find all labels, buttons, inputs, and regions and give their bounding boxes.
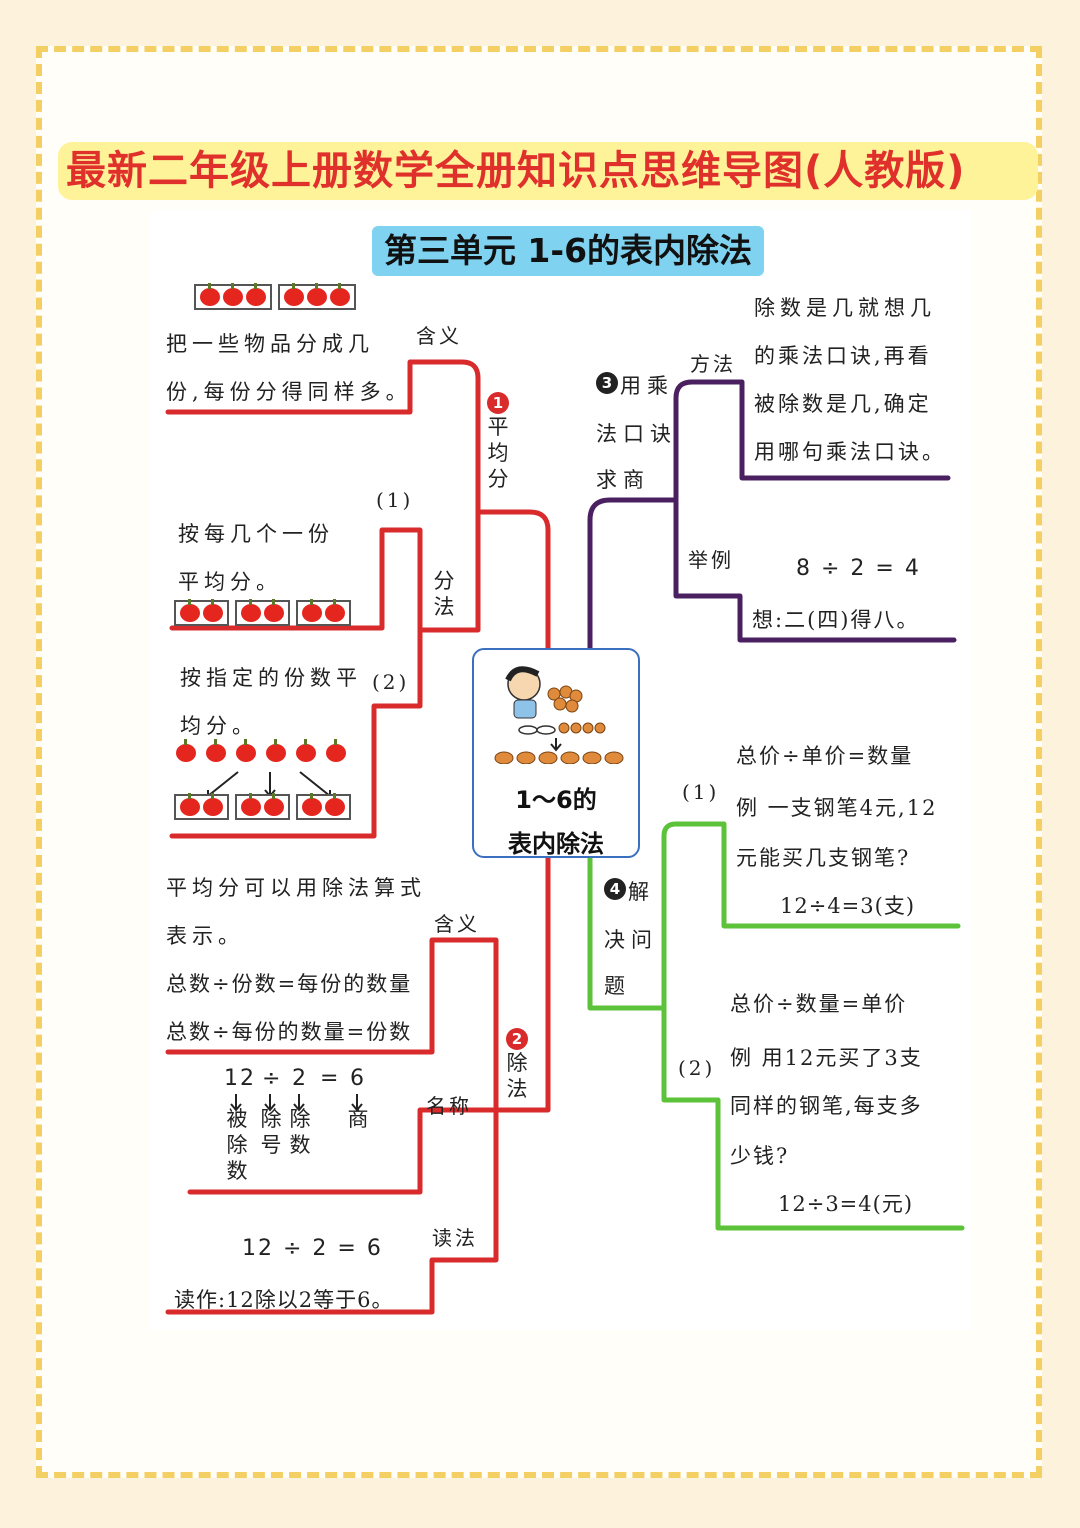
b4-case2-line3: 同样的钢笔,每支多 bbox=[730, 1090, 923, 1120]
b2-read-label: 读法 bbox=[432, 1222, 478, 1251]
apple-groups-way1 bbox=[174, 600, 351, 626]
apple-icon bbox=[302, 604, 322, 622]
b1-method-label: 分法 bbox=[432, 568, 456, 620]
b1-way1-num: (1) bbox=[376, 488, 413, 512]
apple-icon bbox=[307, 288, 327, 306]
central-node: 1～6的 表内除法 bbox=[472, 648, 640, 858]
apple-icon bbox=[284, 288, 304, 306]
apple-icon bbox=[223, 288, 243, 306]
b1-way1-line1: 按每几个一份 bbox=[178, 518, 334, 548]
apple-icon bbox=[264, 798, 284, 816]
b4-badge: 4 bbox=[604, 878, 626, 900]
apple-icon bbox=[206, 744, 226, 762]
b3-example-think: 想:二(四)得八。 bbox=[752, 604, 919, 634]
b1-badge: 1 bbox=[487, 392, 509, 414]
b2-name-divisor: 2 bbox=[292, 1066, 308, 1091]
b1-title: 平均分 bbox=[486, 414, 510, 492]
b4-case1-line4: 12÷4=3(支) bbox=[780, 890, 915, 920]
b4-case1-line2: 例 一支钢笔4元,12 bbox=[736, 792, 937, 822]
apple-icon bbox=[296, 744, 316, 762]
b2-read-text: 读作:12除以2等于6。 bbox=[174, 1284, 394, 1314]
apple-icon bbox=[264, 604, 284, 622]
b3-example-label: 举例 bbox=[688, 544, 734, 573]
b2-term-divisor: 除数 bbox=[288, 1106, 312, 1158]
b1-meaning-label: 含义 bbox=[416, 320, 462, 349]
central-title-line1: 1～6的 bbox=[474, 780, 638, 815]
b4-title-line1: 解 bbox=[628, 876, 655, 906]
b2-title: 除法 bbox=[505, 1050, 529, 1102]
child-illustration-icon bbox=[476, 654, 636, 764]
apple-icon bbox=[203, 798, 223, 816]
b1-way2-line1: 按指定的份数平 bbox=[180, 662, 362, 692]
apple-icon bbox=[200, 288, 220, 306]
apple-icon bbox=[241, 604, 261, 622]
apple-icon bbox=[330, 288, 350, 306]
b4-case2-line4: 少钱? bbox=[730, 1140, 789, 1170]
b1-way2-line2: 均分。 bbox=[180, 710, 258, 740]
b1-meaning-line2: 份,每份分得同样多。 bbox=[166, 376, 412, 406]
apple-icon bbox=[203, 604, 223, 622]
b3-method-line2: 的乘法口诀,再看 bbox=[754, 340, 932, 370]
apple-groups-meaning bbox=[194, 284, 356, 310]
b4-title-line2: 决问 bbox=[604, 924, 658, 954]
apple-icon bbox=[326, 744, 346, 762]
b2-name-dividend: 12 bbox=[224, 1066, 256, 1091]
b3-method-label: 方法 bbox=[690, 348, 736, 377]
b4-case1-num: (1) bbox=[682, 780, 719, 804]
b3-method-line3: 被除数是几,确定 bbox=[754, 388, 932, 418]
apple-icon bbox=[180, 798, 200, 816]
b2-name-op: ÷ bbox=[262, 1066, 282, 1091]
central-title-line2: 表内除法 bbox=[474, 824, 638, 859]
b2-names-label: 名称 bbox=[426, 1090, 472, 1119]
connector-b2-read bbox=[168, 1110, 496, 1312]
b2-term-dividend: 被除数 bbox=[225, 1106, 249, 1184]
b4-title-line3: 题 bbox=[604, 970, 631, 1000]
apple-icon bbox=[325, 798, 345, 816]
b2-badge: 2 bbox=[506, 1028, 528, 1050]
b4-case2-num: (2) bbox=[678, 1056, 715, 1080]
b4-case2-line1: 总价÷数量=单价 bbox=[730, 988, 907, 1018]
b1-way2-num: (2) bbox=[372, 670, 409, 694]
b2-name-quotient: 6 bbox=[350, 1066, 366, 1091]
apple-icon bbox=[325, 604, 345, 622]
b4-case1-line1: 总价÷单价=数量 bbox=[736, 740, 913, 770]
apple-row-six bbox=[176, 744, 346, 762]
b3-title-line2: 法口诀 bbox=[596, 418, 677, 448]
b4-case1-line3: 元能买几支钢笔? bbox=[736, 842, 910, 872]
b1-way1-line2: 平均分。 bbox=[178, 566, 282, 596]
b1-meaning-line1: 把一些物品分成几 bbox=[166, 328, 374, 358]
b3-method-line4: 用哪句乘法口诀。 bbox=[754, 436, 946, 466]
b2-meaning-label: 含义 bbox=[434, 908, 480, 937]
b3-badge: 3 bbox=[596, 372, 618, 394]
b2-name-equals: = bbox=[320, 1066, 340, 1091]
apple-icon bbox=[302, 798, 322, 816]
b3-example-equation: 8 ÷ 2 = 4 bbox=[796, 556, 921, 581]
apple-icon bbox=[236, 744, 256, 762]
b2-meaning-line3: 总数÷份数=每份的数量 bbox=[166, 968, 412, 998]
b2-meaning-line2: 表示。 bbox=[166, 920, 244, 950]
b2-term-op: 除号 bbox=[259, 1106, 283, 1158]
apple-icon bbox=[180, 604, 200, 622]
b4-case2-line2: 例 用12元买了3支 bbox=[730, 1042, 923, 1072]
apple-groups-way2 bbox=[174, 794, 351, 820]
apple-icon bbox=[241, 798, 261, 816]
b3-title-line1: 用乘 bbox=[620, 370, 674, 400]
b2-term-quotient: 商 bbox=[346, 1106, 370, 1132]
b2-meaning-line1: 平均分可以用除法算式 bbox=[166, 872, 426, 902]
b3-method-line1: 除数是几就想几 bbox=[754, 292, 936, 322]
b3-title-line3: 求商 bbox=[596, 464, 650, 494]
b4-case2-line5: 12÷3=4(元) bbox=[778, 1188, 913, 1218]
apple-icon bbox=[246, 288, 266, 306]
apple-icon bbox=[176, 744, 196, 762]
apple-icon bbox=[266, 744, 286, 762]
b2-meaning-line4: 总数÷每份的数量=份数 bbox=[166, 1016, 412, 1046]
b2-read-equation: 12 ÷ 2 = 6 bbox=[242, 1236, 383, 1261]
